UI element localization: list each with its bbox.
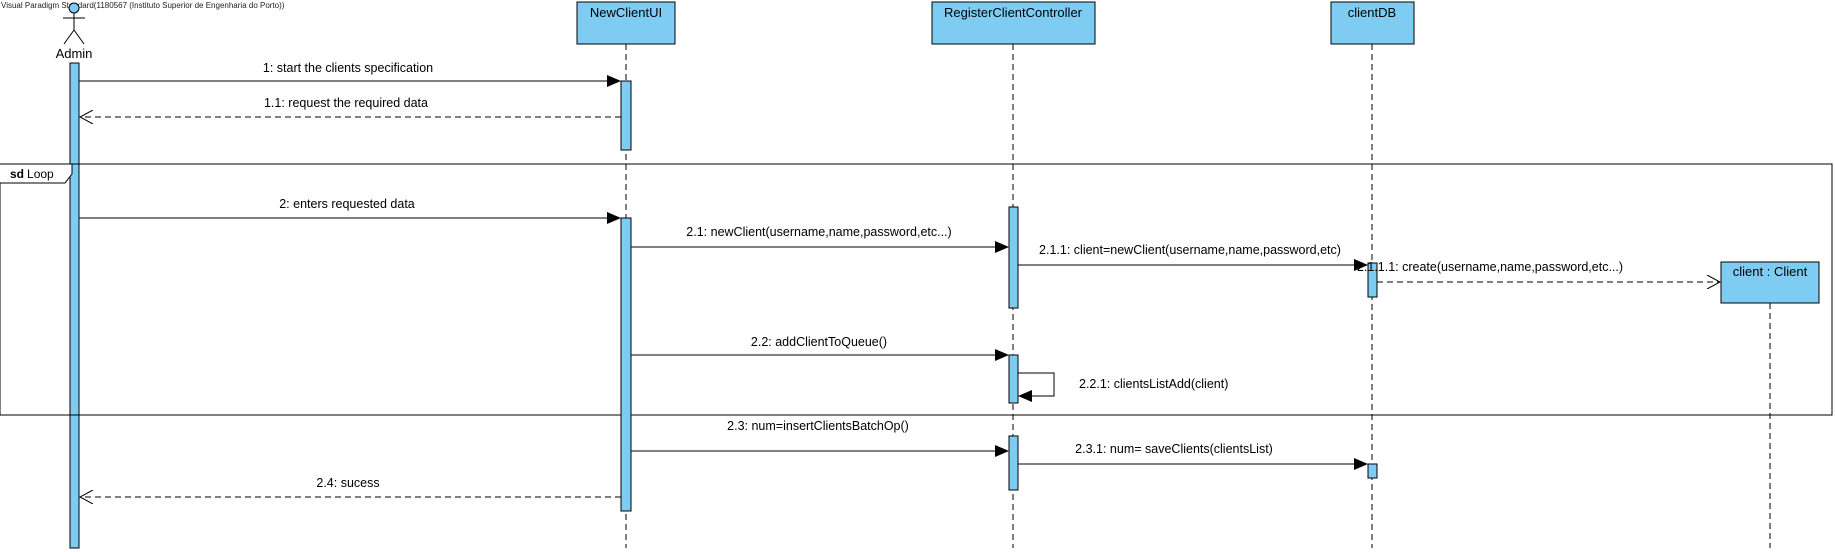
db-activation-2 [1367, 463, 1378, 479]
controller-activation-2 [1008, 354, 1019, 404]
stick-figure-icon [63, 2, 85, 45]
actor-name: Admin [56, 46, 93, 61]
message-1-1-label: 1.1: request the required data [264, 96, 428, 110]
lifeline-newclientui[interactable]: NewClientUI [576, 1, 676, 45]
message-2-3-1-label: 2.3.1: num= saveClients(clientsList) [1075, 442, 1273, 456]
message-2-3-label: 2.3: num=insertClientsBatchOp() [727, 419, 909, 433]
message-2-label: 2: enters requested data [279, 197, 415, 211]
admin-activation-bar [69, 62, 80, 549]
ui-activation-1 [620, 80, 632, 151]
frame-name: Loop [27, 167, 54, 181]
message-1-label: 1: start the clients specification [263, 61, 433, 75]
lifeline-registerclientcontroller-label: RegisterClientController [944, 5, 1083, 20]
actor-admin[interactable]: Admin [56, 2, 93, 61]
lifeline-client-object[interactable]: client : Client [1720, 261, 1820, 304]
message-2-2-1-label: 2.2.1: clientsListAdd(client) [1079, 377, 1228, 391]
db-activation-1 [1367, 262, 1378, 298]
controller-activation-3 [1008, 435, 1019, 491]
message-2-2-label: 2.2: addClientToQueue() [751, 335, 887, 349]
frame-keyword: sd [10, 167, 24, 181]
message-2-1-1-1-label: 2.1.1.1: create(username,name,password,e… [1357, 260, 1623, 274]
lifeline-clientdb[interactable]: clientDB [1330, 1, 1415, 45]
message-2-4-label: 2.4: sucess [316, 476, 379, 490]
message-2-2-1-arrow [1018, 372, 1055, 402]
lifeline-clientdb-label: clientDB [1348, 5, 1396, 20]
message-2-1-label: 2.1: newClient(username,name,password,et… [686, 225, 951, 239]
watermark-text: Visual Paradigm Standard(1180567 (Instit… [1, 1, 285, 10]
controller-activation-1 [1008, 206, 1019, 309]
lifeline-registerclientcontroller[interactable]: RegisterClientController [931, 1, 1096, 45]
message-2-1-1-label: 2.1.1: client=newClient(username,name,pa… [1039, 243, 1341, 257]
lifeline-newclientui-label: NewClientUI [590, 5, 662, 20]
lifeline-client-object-label: client : Client [1733, 264, 1808, 279]
ui-activation-2 [620, 217, 632, 512]
